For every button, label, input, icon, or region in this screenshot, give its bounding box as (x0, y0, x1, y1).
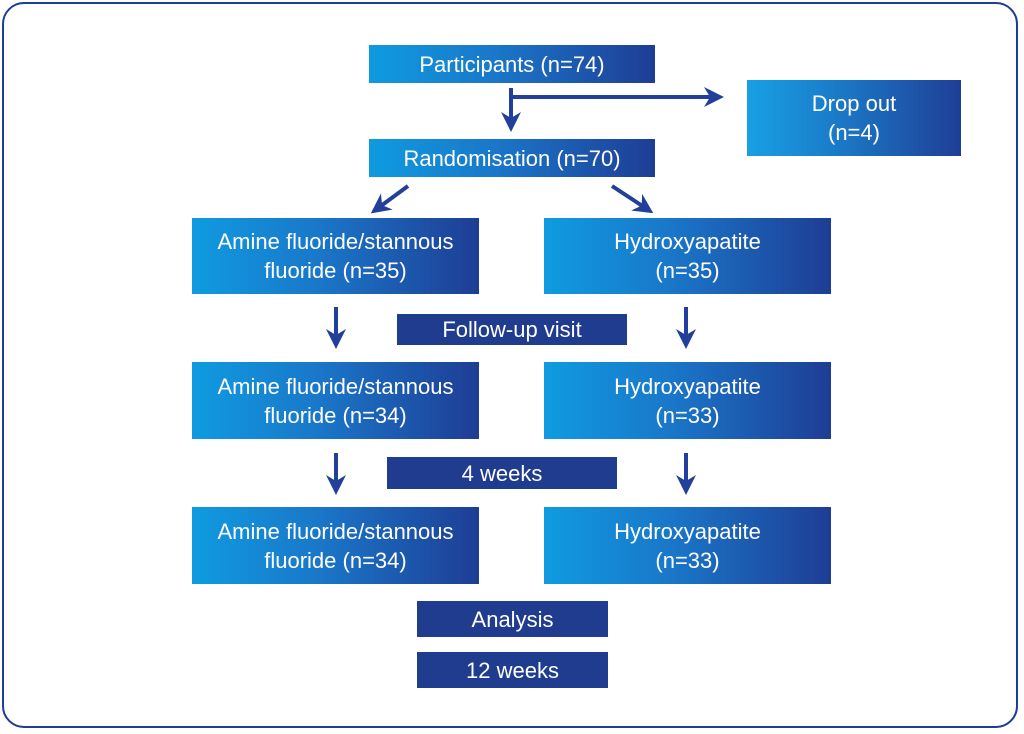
left-group-2-line2: fluoride (n=34) (264, 402, 407, 428)
dropout-label: Drop out (811, 91, 897, 116)
dropout-node: Drop out (n=4) (747, 80, 961, 156)
participants-node: Participants (n=74) (369, 45, 655, 83)
randomisation-node: Randomisation (n=70) (369, 139, 655, 177)
left-group-node-3: Amine fluoride/stannous fluoride (n=34) (192, 507, 479, 584)
randomisation-label: Randomisation (n=70) (403, 145, 621, 171)
right-group-3-line2: (n=33) (655, 547, 720, 573)
right-group-3-line1: Hydroxyapatite (614, 518, 761, 544)
analysis-text: Analysis (471, 606, 554, 632)
left-group-node-1: Amine fluoride/stannous fluoride (n=35) (192, 218, 479, 294)
left-group-node-2: Amine fluoride/stannous fluoride (n=34) (192, 362, 479, 439)
four-weeks-stage-label: 4 weeks (387, 457, 617, 489)
followup-stage-label: Follow-up visit (397, 314, 627, 345)
arrow-randomisation-to-right (610, 184, 654, 214)
twelve-weeks-text: 12 weeks (466, 657, 559, 683)
right-group-2-line1: Hydroxyapatite (614, 373, 761, 399)
arrow-randomisation-to-left (370, 184, 410, 214)
right-group-node-3: Hydroxyapatite (n=33) (544, 507, 831, 584)
right-group-1-line2: (n=35) (655, 258, 720, 283)
twelve-weeks-stage-label: 12 weeks (417, 652, 608, 688)
right-group-node-1: Hydroxyapatite (n=35) (544, 218, 831, 294)
left-group-1-line1: Amine fluoride/stannous (217, 229, 454, 254)
right-group-node-2: Hydroxyapatite (n=33) (544, 362, 831, 439)
left-group-3-line1: Amine fluoride/stannous (217, 518, 454, 544)
left-group-3-line2: fluoride (n=34) (264, 547, 407, 573)
right-group-2-line2: (n=33) (655, 402, 720, 428)
right-group-1-line1: Hydroxyapatite (614, 229, 761, 254)
dropout-count: (n=4) (828, 120, 880, 145)
left-group-1-line2: fluoride (n=35) (264, 258, 407, 283)
followup-text: Follow-up visit (442, 317, 582, 342)
analysis-stage-label: Analysis (417, 601, 608, 637)
four-weeks-text: 4 weeks (461, 460, 543, 486)
left-group-2-line1: Amine fluoride/stannous (217, 373, 454, 399)
participants-label: Participants (n=74) (419, 51, 605, 77)
